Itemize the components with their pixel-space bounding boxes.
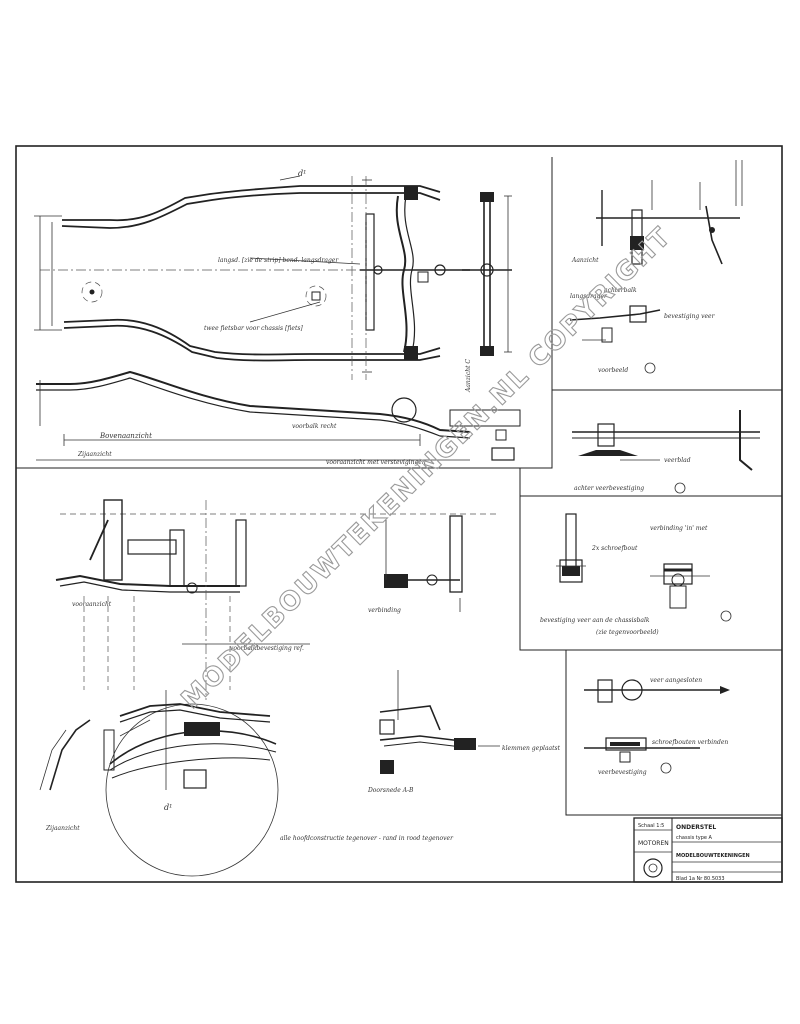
front-suspension-view: vooraanzicht voorbalkbevestiging ref. bbox=[55, 499, 500, 700]
section-a-b: klemmen geplaatst Doorsnede A-B bbox=[367, 670, 561, 794]
detail-top-right: Aanzicht langsdrager achterbalk bevestig… bbox=[569, 160, 743, 374]
svg-text:langsd. [zie de strip] bend. l: langsd. [zie de strip] bend. langsdrager bbox=[218, 257, 339, 264]
label-detail-aanzicht: Aanzicht bbox=[571, 257, 599, 264]
svg-text:(zie tegenvoorbeeld): (zie tegenvoorbeeld) bbox=[596, 629, 659, 636]
title-block-number: Blad 1a Nr 80.5033 bbox=[676, 876, 725, 882]
section-dividers bbox=[16, 157, 782, 816]
svg-text:voorbeeld: voorbeeld bbox=[598, 367, 628, 374]
label-zijaanzicht: Zijaanzicht bbox=[77, 451, 112, 458]
label-aanzicht-c: Aanzicht C bbox=[465, 359, 472, 393]
title-block-company: MODELBOUWTEKENINGEN bbox=[676, 853, 750, 859]
svg-text:verbinding: verbinding bbox=[368, 607, 401, 614]
svg-text:voorbalkbevestiging ref.: voorbalkbevestiging ref. bbox=[230, 645, 304, 652]
svg-text:schroefbouten verbinden: schroefbouten verbinden bbox=[652, 739, 728, 746]
svg-text:achter veerbevestiging: achter veerbevestiging bbox=[574, 485, 644, 492]
svg-text:veerblad: veerblad bbox=[664, 457, 691, 464]
svg-text:vooraanzicht: vooraanzicht bbox=[72, 601, 112, 608]
title-block-title: ONDERSTEL bbox=[676, 824, 716, 831]
svg-text:veerbevestiging: veerbevestiging bbox=[598, 769, 647, 776]
detail-middle-right: veerblad achter veerbevestiging bbox=[572, 410, 760, 494]
bottom-note: alle hoofdconstructie tegenover - rand i… bbox=[280, 835, 454, 842]
detail-bottom-right: veer aangesloten schroefbouten verbinden… bbox=[584, 677, 730, 776]
svg-text:d¹: d¹ bbox=[298, 169, 306, 178]
title-block: Schaal 1:5 MOTOREN ONDERSTEL chassis typ… bbox=[633, 817, 783, 883]
drawing-border bbox=[15, 145, 783, 883]
chassis-side-view: Bovenaanzicht Zijaanzicht voorbalk recht… bbox=[36, 359, 521, 466]
svg-text:klemmen geplaatst: klemmen geplaatst bbox=[502, 745, 561, 752]
label-doorsnede-ab: Doorsnede A-B bbox=[367, 787, 414, 794]
svg-text:bevestiging veer aan de chassi: bevestiging veer aan de chassisbalk bbox=[540, 617, 650, 624]
svg-text:2x schroefbout: 2x schroefbout bbox=[591, 545, 638, 552]
detail-section-middle: verbinding bbox=[368, 515, 463, 614]
label-bovenaanzicht: Bovenaanzicht bbox=[99, 432, 152, 440]
svg-text:twee fietsbar voor chassis [fi: twee fietsbar voor chassis [fiets] bbox=[204, 325, 303, 332]
end-view-c bbox=[462, 192, 512, 356]
svg-text:Zijaanzicht: Zijaanzicht bbox=[45, 825, 80, 832]
svg-text:langsdrager: langsdrager bbox=[570, 293, 608, 300]
svg-text:bevestiging veer: bevestiging veer bbox=[664, 313, 716, 320]
wheel-spring-elevation: Zijaanzicht d¹ bbox=[39, 690, 279, 877]
chassis-plan-view: d¹ langsd. [zie de strip] bend. langsdra… bbox=[34, 169, 470, 380]
svg-text:veer aangesloten: veer aangesloten bbox=[650, 677, 702, 684]
title-block-scale: Schaal 1:5 bbox=[638, 823, 664, 829]
svg-text:verbinding 'in' met: verbinding 'in' met bbox=[650, 525, 708, 532]
svg-text:voorbalk recht: voorbalk recht bbox=[292, 423, 337, 430]
title-block-name: MOTOREN bbox=[638, 840, 669, 847]
detail-spring-bracket: verbinding 'in' met 2x schroefbout beves… bbox=[540, 513, 732, 636]
svg-text:d¹: d¹ bbox=[164, 803, 172, 812]
mid-note: vooraanzicht met verstevigingen bbox=[326, 459, 426, 466]
title-block-subtitle: chassis type A bbox=[676, 835, 713, 841]
svg-text:achterbalk: achterbalk bbox=[604, 287, 637, 294]
